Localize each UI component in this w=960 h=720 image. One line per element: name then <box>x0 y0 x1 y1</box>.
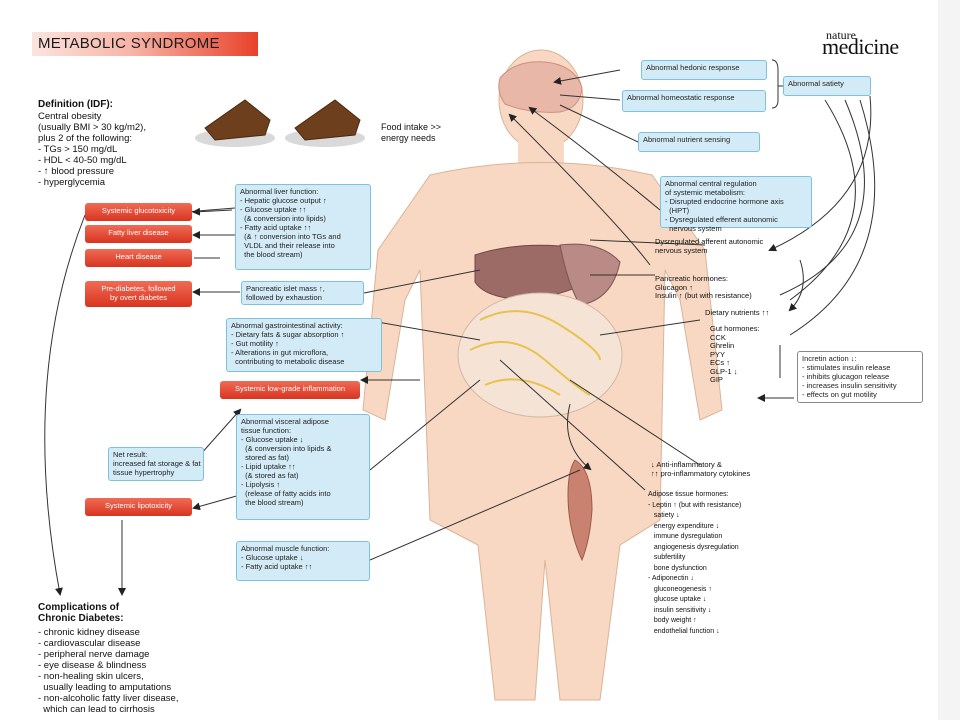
definition-heading: Definition (IDF): <box>38 99 113 110</box>
definition-line: Central obesity <box>38 111 102 122</box>
afferent-label: Dysregulated afferent autonomic nervous … <box>655 237 764 255</box>
central-regulation-label: Abnormal central regulation of systemic … <box>665 179 784 233</box>
visceral-adipose-box: Abnormal visceral adipose tissue functio… <box>236 414 370 520</box>
cake-icon-2 <box>285 99 365 147</box>
page-title: METABOLIC SYNDROME <box>38 35 220 52</box>
homeostatic-box: Abnormal homeostatic response <box>622 90 766 112</box>
homeostatic-label: Abnormal homeostatic response <box>627 93 735 102</box>
satiety-box: Abnormal satiety <box>783 76 871 96</box>
muscle-function-label: Abnormal muscle function: - Glucose upta… <box>241 544 330 571</box>
complication-item: - chronic kidney disease <box>38 627 140 638</box>
definition-line: plus 2 of the following: <box>38 133 133 144</box>
nutrient-sensing-label: Abnormal nutrient sensing <box>643 135 731 144</box>
complication-item: - non-alcoholic fatty liver disease, <box>38 693 179 704</box>
food-intake-label: Food intake >> energy needs <box>381 122 442 143</box>
page-edge <box>938 0 960 720</box>
net-result-label: Net result: increased fat storage & fat … <box>113 450 201 477</box>
complication-item: usually leading to amputations <box>38 682 172 693</box>
gi-activity-label: Abnormal gastrointestinal activity: - Di… <box>231 321 345 366</box>
net-result-box: Net result: increased fat storage & fat … <box>108 447 204 481</box>
islet-box: Pancreatic islet mass ↑, followed by exh… <box>241 281 364 305</box>
visceral-adipose-label: Abnormal visceral adipose tissue functio… <box>241 417 332 507</box>
definition-line: - TGs > 150 mg/dL <box>38 144 118 155</box>
hedonic-label: Abnormal hedonic response <box>646 63 740 72</box>
complication-item: - eye disease & blindness <box>38 660 147 671</box>
dietary-nutrients-label: Dietary nutrients ↑↑ <box>705 308 770 317</box>
heart-disease-box: Heart disease <box>85 249 192 267</box>
complications-heading: Complications of Chronic Diabetes: <box>38 602 124 624</box>
fatty-liver-box: Fatty liver disease <box>85 225 192 243</box>
definition-line: - HDL < 40-50 mg/dL <box>38 155 127 166</box>
liver-function-label: Abnormal liver function: - Hepatic gluco… <box>240 187 341 259</box>
liver-function-box: Abnormal liver function: - Hepatic gluco… <box>235 184 371 270</box>
title-banner: METABOLIC SYNDROME <box>32 32 258 56</box>
muscle-function-box: Abnormal muscle function: - Glucose upta… <box>236 541 370 581</box>
gut-hormones-label: Gut hormones: CCK Ghrelin PYY ECs ↑ GLP-… <box>710 324 760 384</box>
central-regulation-box: Abnormal central regulation of systemic … <box>660 176 812 233</box>
glucotoxicity-box: Systemic glucotoxicity <box>85 203 192 221</box>
logo-line1: nature <box>826 28 856 42</box>
definition-line: - ↑ blood pressure <box>38 166 115 177</box>
incretin-box: Incretin action ↓: - stimulates insulin … <box>797 351 923 403</box>
complication-item: - cardiovascular disease <box>38 638 141 649</box>
pancreatic-hormones-label: Pancreatic hormones: Glucagon ↑ Insulin … <box>655 274 752 300</box>
lipotoxicity-box: Systemic lipotoxicity <box>85 498 192 516</box>
incretin-label: Incretin action ↓: - stimulates insulin … <box>802 354 897 399</box>
definition-line: (usually BMI > 30 kg/m2), <box>38 122 146 133</box>
logo-line2: medicine <box>822 34 899 59</box>
adipose-hormones-label: Adipose tissue hormones: - Leptin ↑ (but… <box>648 491 742 635</box>
definition-line: - hyperglycemia <box>38 177 106 188</box>
gi-activity-box: Abnormal gastrointestinal activity: - Di… <box>226 318 382 372</box>
muscle-shape <box>567 459 593 562</box>
hedonic-box: Abnormal hedonic response <box>641 60 767 80</box>
prediabetes-box: Pre-diabetes, followed by overt diabetes <box>85 281 192 307</box>
complication-item: which can lead to cirrhosis <box>38 704 155 715</box>
complication-item: - non-healing skin ulcers, <box>38 671 144 682</box>
cake-icon-1 <box>195 99 275 147</box>
brain-shape <box>498 61 583 113</box>
cytokines-label: ↓ Anti-inflammatory & ↑↑ pro-inflammator… <box>651 460 751 478</box>
inflammation-box: Systemic low-grade inflammation <box>220 381 360 399</box>
satiety-label: Abnormal satiety <box>788 79 844 88</box>
nutrient-sensing-box: Abnormal nutrient sensing <box>638 132 760 152</box>
islet-label: Pancreatic islet mass ↑, followed by exh… <box>246 284 325 302</box>
complication-item: - peripheral nerve damage <box>38 649 150 660</box>
